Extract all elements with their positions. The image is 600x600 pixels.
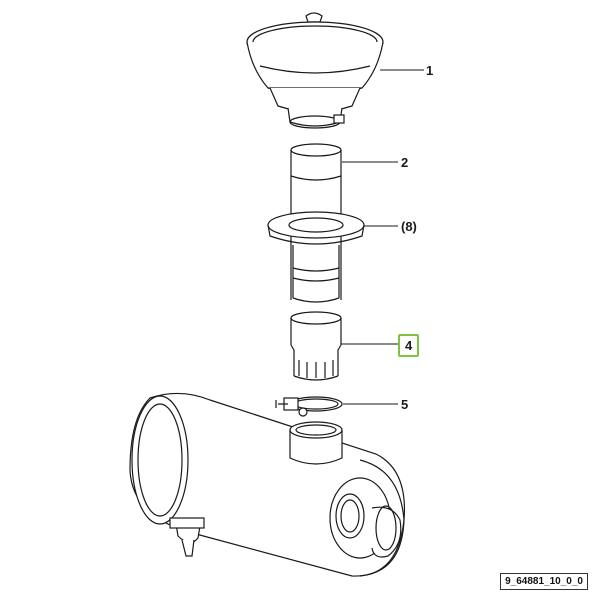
precleaner-cap xyxy=(246,12,384,129)
hose-clamp xyxy=(275,396,343,417)
intake-tube xyxy=(267,143,365,303)
adapter-sleeve xyxy=(290,311,342,381)
callout-item-4-highlighted[interactable]: 4 xyxy=(398,334,420,357)
callout-item-5[interactable]: 5 xyxy=(401,397,409,412)
callout-item-8[interactable]: (8) xyxy=(401,219,417,234)
air-cleaner-housing xyxy=(129,392,406,577)
drawing-reference-code: 9_64881_10_0_0 xyxy=(500,573,588,590)
callout-item-2[interactable]: 2 xyxy=(401,155,409,170)
callout-item-1[interactable]: 1 xyxy=(426,63,434,78)
